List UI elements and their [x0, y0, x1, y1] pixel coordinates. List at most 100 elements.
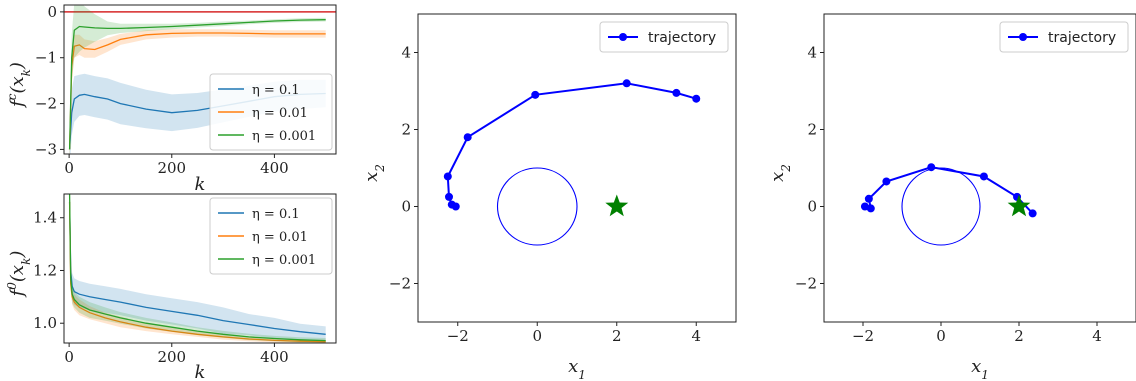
y-tick-label: 4 [401, 44, 411, 62]
goal-star-marker [605, 194, 629, 217]
legend-box [599, 21, 729, 53]
label-subscript: 1 [981, 368, 989, 381]
y-tick-label: 1.0 [33, 314, 57, 332]
y-axis-label: fc(xk) [5, 62, 33, 109]
y-tick-label: −2 [389, 275, 411, 293]
trajectory-point [531, 90, 540, 99]
trajectory-point [1028, 209, 1037, 218]
y-tick-label: 1.4 [33, 209, 57, 227]
legend-entry-label: η = 0.1 [252, 207, 300, 222]
trajectory-line [864, 166, 1034, 215]
label-part: (x [7, 76, 28, 93]
x-tick-label: 200 [157, 159, 186, 177]
legend-box [209, 73, 333, 151]
x-tick-label: 0 [936, 327, 946, 345]
y-axis-label: f0(xk) [5, 251, 33, 299]
series-line-1 [68, 201, 326, 343]
y-tick-label: −3 [35, 140, 57, 158]
legend: trajectory [999, 21, 1129, 53]
x-tick-label: 4 [691, 327, 701, 345]
y-tick-label: −2 [35, 95, 57, 113]
x-tick-label: 400 [260, 348, 289, 366]
y-tick-label: 2 [401, 121, 411, 139]
series-band-1 [69, 29, 326, 154]
series-line-1 [68, 32, 326, 150]
label-part: k [195, 362, 206, 381]
x-axis-label: x1 [971, 356, 989, 381]
label-part: ) [7, 62, 28, 70]
y-tick-label: 2 [807, 121, 817, 139]
label-part: (x [7, 265, 28, 282]
series-line-2 [68, 194, 326, 342]
trajectory-point [692, 94, 701, 103]
label-part: x [361, 172, 382, 182]
x-tick-label: 0 [532, 327, 542, 345]
legend-marker [1019, 33, 1027, 41]
legend-entry-label: trajectory [648, 30, 716, 46]
obstacle-circle [901, 167, 981, 246]
y-tick-label: 4 [807, 44, 817, 62]
trajectory-point [882, 177, 891, 186]
label-superscript: 0 [5, 282, 19, 290]
label-superscript: c [5, 93, 19, 100]
x-tick-label: 200 [157, 348, 186, 366]
y-tick-label: 0 [47, 3, 57, 21]
label-subscript: 2 [779, 164, 793, 173]
y-tick-label: 0 [401, 198, 411, 216]
y-tick-label: −2 [795, 275, 817, 293]
axes-frame [823, 13, 1136, 323]
y-axis-label: x2 [767, 164, 793, 182]
label-subscript: 1 [578, 368, 586, 381]
legend-marker [619, 33, 627, 41]
trajectory-point [622, 79, 631, 88]
x-tick-label: 0 [64, 159, 74, 177]
plot-area [443, 79, 701, 246]
label-subscript: k [19, 258, 33, 265]
series-line-0 [68, 201, 326, 335]
legend: η = 0.1η = 0.01η = 0.001 [209, 197, 333, 275]
x-axis-label: k [195, 174, 206, 195]
plot-area [860, 163, 1037, 246]
label-part: k [195, 174, 206, 195]
legend-box [209, 197, 333, 275]
legend-entry-label: η = 0.001 [252, 253, 316, 268]
obstacle-circle [496, 167, 578, 246]
y-axis-label: x2 [361, 164, 387, 182]
label-subscript: 2 [373, 164, 387, 173]
x-tick-label: 2 [612, 327, 622, 345]
trajectory-point [443, 172, 452, 181]
legend: trajectory [599, 21, 729, 53]
label-part: x [767, 172, 788, 182]
x-tick-label: −2 [447, 327, 469, 345]
axes-frame [63, 4, 337, 155]
series-band-0 [69, 196, 326, 343]
legend-entry-label: trajectory [1048, 30, 1116, 46]
goal-star-marker [1007, 194, 1031, 217]
label-subscript: k [19, 69, 33, 76]
label-part: x [971, 356, 981, 377]
trajectory-point [927, 163, 936, 172]
x-tick-label: −2 [852, 327, 874, 345]
trajectory-point [672, 88, 681, 97]
trajectory-point [447, 200, 456, 209]
y-tick-label: 0 [807, 198, 817, 216]
legend-entry-label: η = 0.1 [252, 83, 300, 98]
x-axis-label: k [195, 362, 206, 381]
label-part: x [568, 356, 578, 377]
y-tick-label: 1.2 [33, 261, 57, 279]
trajectory-point [864, 194, 873, 203]
legend-entry-label: η = 0.001 [252, 129, 316, 144]
trajectory-point [866, 204, 875, 213]
trajectory-point [445, 192, 454, 201]
legend: η = 0.1η = 0.01η = 0.001 [209, 73, 333, 151]
x-tick-label: 4 [1092, 327, 1102, 345]
y-tick-label: −1 [35, 49, 57, 67]
axes-frame [63, 193, 337, 344]
label-part: ) [7, 251, 28, 259]
x-tick-label: 2 [1014, 327, 1024, 345]
